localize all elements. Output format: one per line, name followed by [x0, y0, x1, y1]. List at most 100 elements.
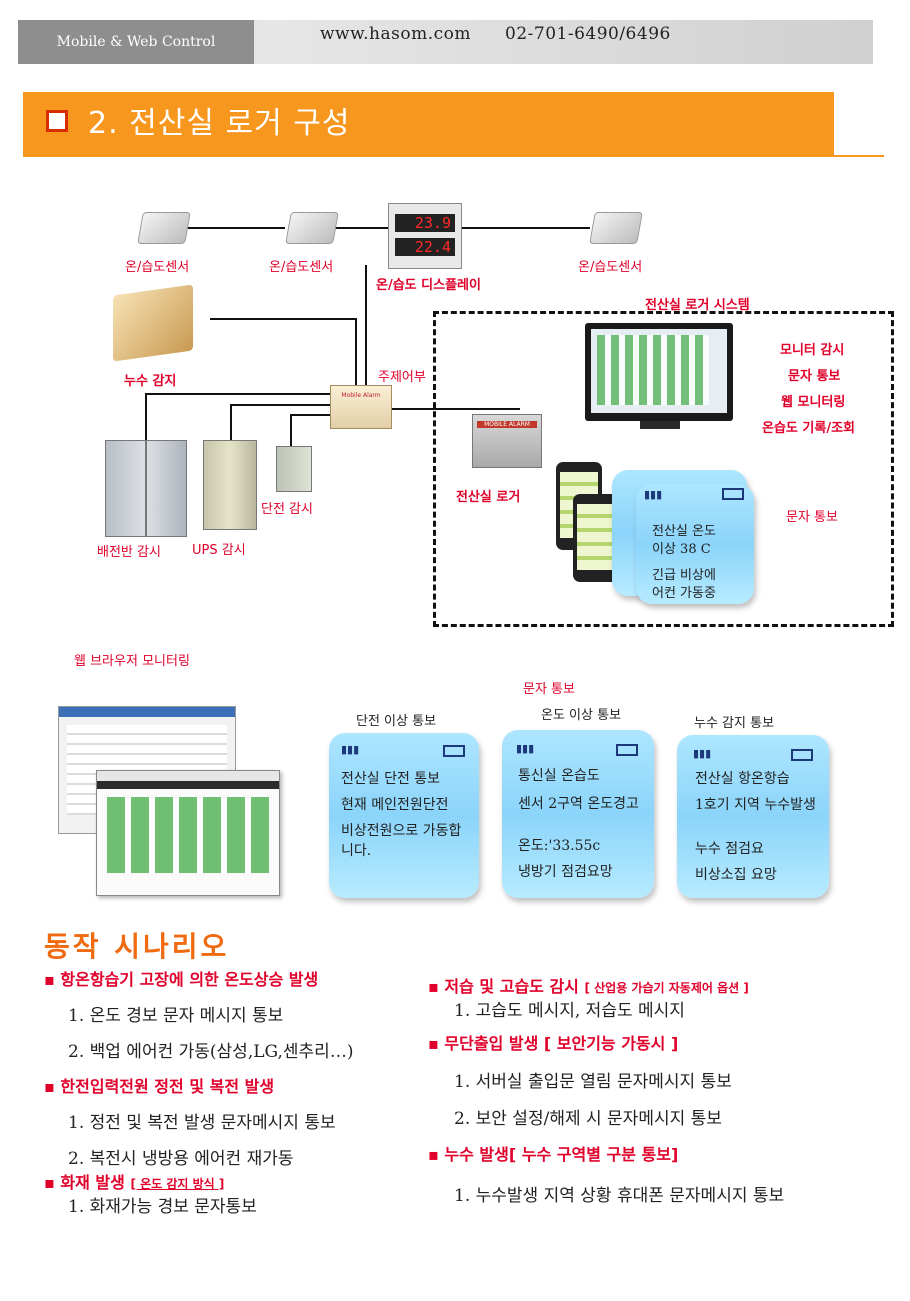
sms-card: ▮▮▮ 전산실 단전 통보 현재 메인전원단전 비상전원으로 가동합니다. — [329, 733, 479, 898]
sensor-icon — [137, 212, 191, 244]
scenario-item: 2. 복전시 냉방용 에어컨 재가동 — [68, 1149, 294, 1169]
connector-line — [460, 227, 590, 229]
feature-item: 웹 모니터링 — [781, 395, 846, 410]
header-tag: Mobile & Web Control — [18, 20, 254, 64]
scenario-heading-text: 누수 발생[ 누수 구역별 구분 통보] — [444, 1145, 679, 1164]
sms-line: 긴급 비상에 — [652, 568, 716, 583]
connector-line — [290, 414, 292, 450]
sms-card-main: ▮▮▮ 전산실 온도 이상 38 C 긴급 비상에 어컨 가동중 — [636, 484, 754, 604]
feature-item: 문자 통보 — [788, 369, 841, 384]
ups-icon — [203, 440, 257, 530]
battery-icon — [791, 749, 813, 761]
scenario-heading: ▪ 누수 발생[ 누수 구역별 구분 통보] — [428, 1145, 679, 1164]
sms-card-heading: 단전 이상 통보 — [356, 714, 437, 729]
sms-section-label: 문자 통보 — [523, 682, 575, 697]
monitor-icon — [585, 323, 733, 421]
scenario-item: 1. 서버실 출입문 열림 문자메시지 통보 — [454, 1072, 732, 1092]
sms-card-heading: 온도 이상 통보 — [541, 708, 622, 723]
outage-box-icon — [276, 446, 312, 492]
leak-sensor-icon — [113, 284, 193, 362]
controller-label: 주제어부 — [378, 370, 426, 385]
sms-line: 어컨 가동중 — [652, 586, 716, 601]
scenario-heading: ▪ 항온항습기 고장에 의한 온도상승 발생 — [44, 970, 319, 989]
sms-line: 현재 메인전원단전 — [341, 797, 449, 813]
connector-line — [290, 414, 335, 416]
sms-line: 비상전원으로 가동합니다. — [341, 823, 462, 859]
phone-icon — [573, 494, 619, 582]
sms-line: 통신실 온습도 — [518, 768, 600, 784]
scenario-item: 2. 백업 에어컨 가동(삼성,LG,센추리…) — [68, 1042, 354, 1062]
scenario-item: 1. 정전 및 복전 발생 문자메시지 통보 — [68, 1113, 336, 1133]
sensor-label: 온/습도센서 — [578, 260, 643, 275]
outage-label: 단전 감시 — [261, 502, 313, 517]
logger-device: MOBILE ALARM — [472, 414, 542, 468]
connector-line — [145, 393, 335, 395]
connector-line — [230, 404, 232, 442]
signal-icon: ▮▮▮ — [341, 743, 360, 756]
scenario-heading: ▪ 저습 및 고습도 감시 [ 산업용 가습기 자동제어 옵션 ] — [428, 977, 749, 996]
sensor-icon — [589, 212, 643, 244]
signal-icon: ▮▮▮ — [516, 742, 535, 755]
controller-brand: Mobile Alarm — [341, 392, 381, 399]
scenario-item: 1. 고습도 메시지, 저습도 메시지 — [454, 1001, 685, 1021]
battery-icon — [722, 488, 744, 500]
scenario-heading-sub: [ 온도 감지 방식 ] — [130, 1177, 225, 1191]
scenario-heading-text: 화재 발생 — [60, 1173, 125, 1192]
scenario-heading-text: 한전입력전원 정전 및 복전 발생 — [60, 1077, 275, 1096]
sms-line: 비상소집 요망 — [695, 867, 777, 883]
ups-label: UPS 감시 — [192, 543, 246, 558]
sensor-label: 온/습도센서 — [125, 260, 190, 275]
monitor-stand — [640, 421, 680, 429]
sms-card: ▮▮▮ 통신실 온습도 센서 2구역 온도경고 온도:'33.55c 냉방기 점… — [502, 730, 654, 898]
battery-icon — [443, 745, 465, 757]
connector-line — [330, 227, 390, 229]
connector-line — [355, 318, 357, 393]
display-label: 온/습도 디스플레이 — [376, 278, 481, 293]
web-monitor-label: 웹 브라우저 모니터링 — [74, 654, 190, 669]
logger-brand: MOBILE ALARM — [477, 421, 537, 428]
leak-label: 누수 감지 — [124, 374, 177, 389]
header-url[interactable]: www.hasom.com — [320, 24, 471, 44]
sensor-label: 온/습도센서 — [269, 260, 334, 275]
controller-device: Mobile Alarm — [330, 385, 392, 429]
scenario-heading: ▪ 한전입력전원 정전 및 복전 발생 — [44, 1077, 275, 1096]
sms-line: 1호기 지역 누수발생 — [695, 797, 816, 813]
scenario-heading-text: 무단출입 발생 [ 보안기능 가동시 ] — [444, 1034, 679, 1053]
logger-label: 전산실 로거 — [456, 490, 521, 505]
scenario-title: 동작 시나리오 — [44, 930, 230, 963]
feature-item: 모니터 감시 — [780, 343, 845, 358]
checkbox-icon — [46, 110, 68, 132]
scenario-item: 1. 누수발생 지역 상황 휴대폰 문자메시지 통보 — [454, 1186, 785, 1206]
sms-line: 누수 점검요 — [695, 841, 764, 857]
scenario-heading: ▪ 화재 발생 [ 온도 감지 방식 ] — [44, 1173, 225, 1192]
connector-line — [390, 408, 520, 410]
sms-line: 온도:'33.55c — [518, 838, 601, 854]
display-top-readout: 23.9 — [395, 214, 455, 232]
title-underline — [834, 155, 884, 157]
scenario-heading: ▪ 무단출입 발생 [ 보안기능 가동시 ] — [428, 1034, 679, 1053]
power-panel-icon — [105, 440, 187, 537]
sms-card-heading: 누수 감지 통보 — [694, 716, 775, 731]
sms-line: 전산실 온도 — [652, 524, 716, 539]
connector-line — [180, 227, 285, 229]
signal-icon: ▮▮▮ — [644, 488, 663, 501]
scenario-item: 1. 화재가능 경보 문자통보 — [68, 1197, 257, 1217]
scenario-heading-text: 항온항습기 고장에 의한 온도상승 발생 — [60, 970, 319, 989]
header-phone: 02-701-6490/6496 — [505, 24, 671, 44]
sensor-icon — [285, 212, 339, 244]
sms-line: 전산실 단전 통보 — [341, 771, 441, 787]
system-label: 전산실 로거 시스템 — [645, 298, 750, 313]
battery-icon — [616, 744, 638, 756]
connector-line — [145, 393, 147, 441]
scenario-heading-text: 저습 및 고습도 감시 — [444, 977, 579, 996]
sms-line: 센서 2구역 온도경고 — [518, 796, 639, 812]
display-device: 23.9 22.4 — [388, 203, 462, 269]
connector-line — [230, 404, 335, 406]
scenario-item: 1. 온도 경보 문자 메시지 통보 — [68, 1006, 284, 1026]
feature-item: 온습도 기록/조회 — [762, 421, 855, 436]
sms-card: ▮▮▮ 전산실 항온항습 1호기 지역 누수발생 누수 점검요 비상소집 요망 — [677, 735, 829, 898]
sms-line: 이상 38 C — [652, 542, 711, 557]
system-box — [433, 311, 894, 627]
sms-line: 냉방기 점검요망 — [518, 864, 613, 880]
sms-line: 전산실 항온항습 — [695, 771, 790, 787]
